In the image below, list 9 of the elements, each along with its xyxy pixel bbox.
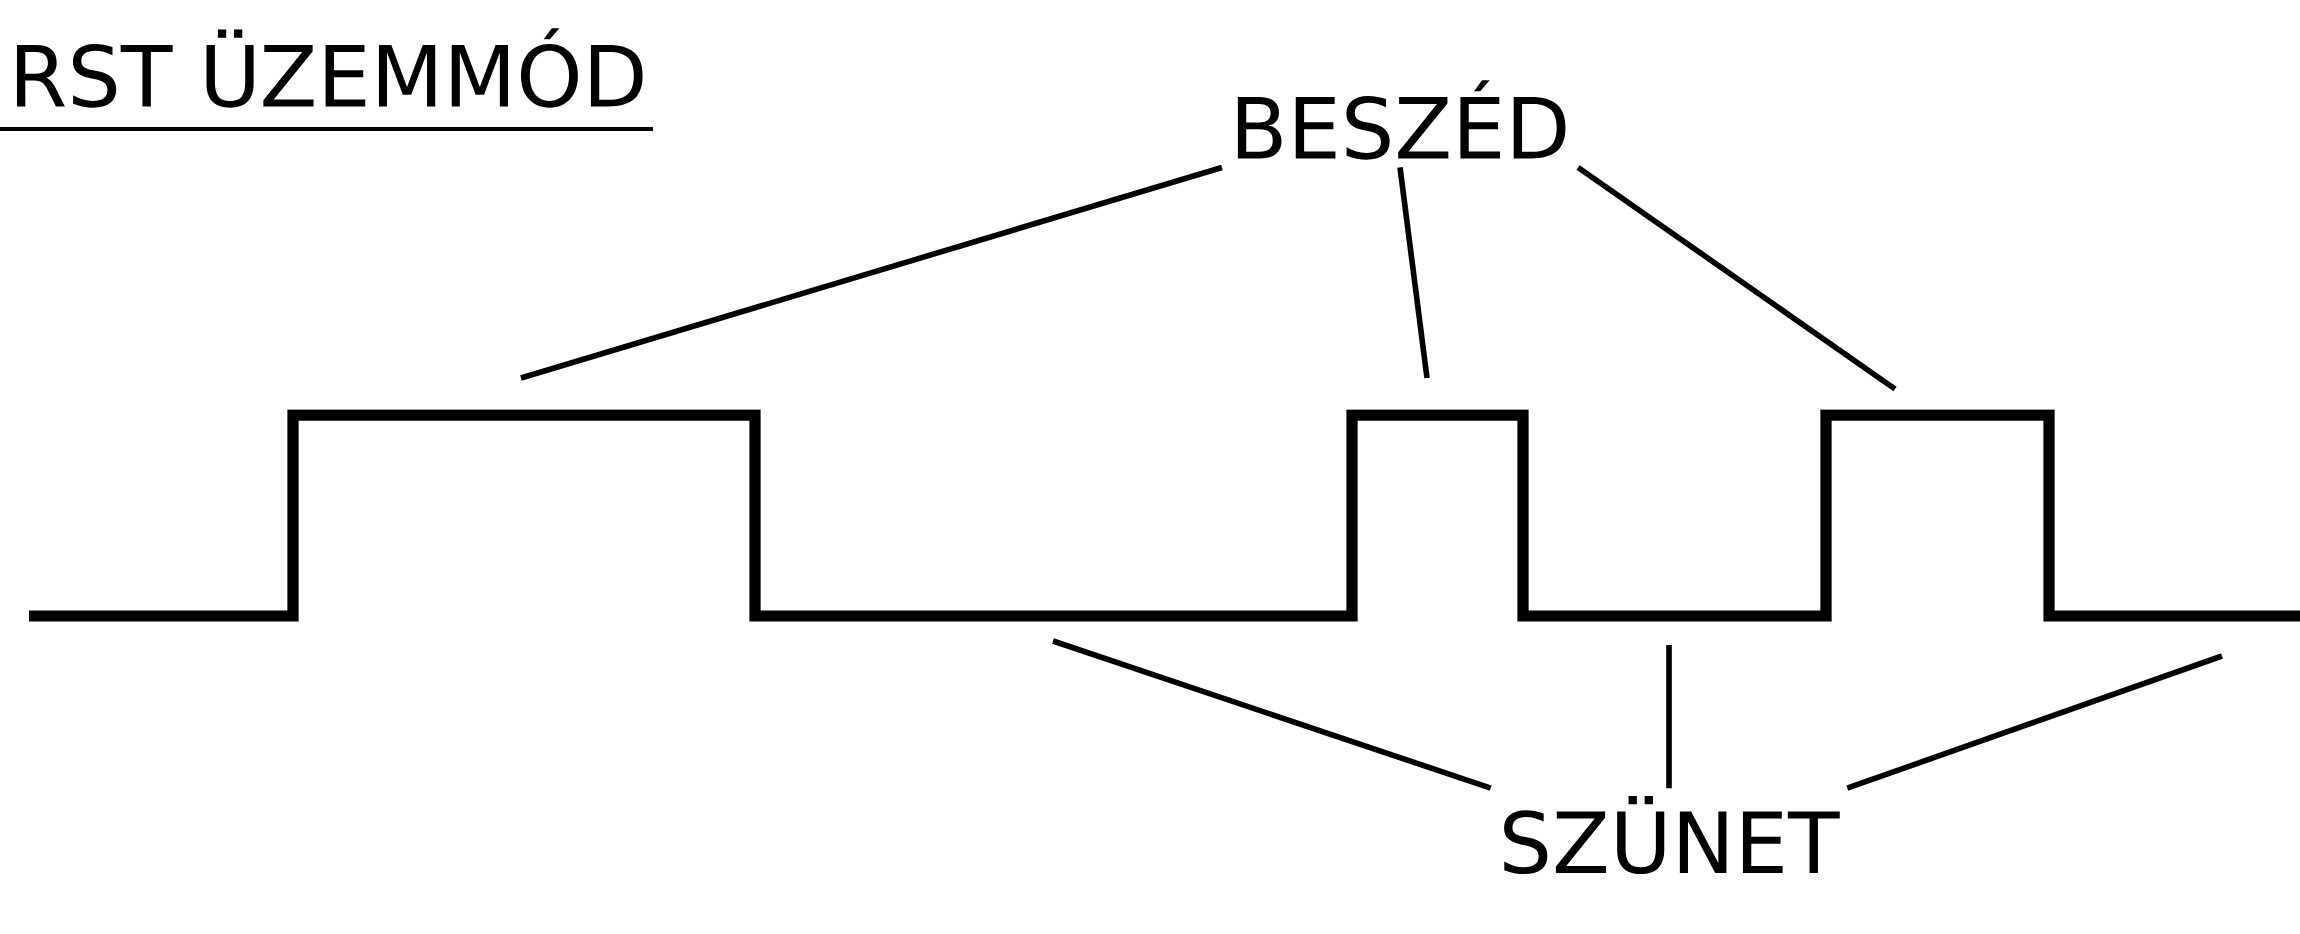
label: SZÜNET	[1504, 795, 1840, 875]
leader-line	[1576, 165, 1897, 392]
leader-line	[1052, 638, 1492, 791]
leader-line	[520, 164, 1223, 381]
leader-line	[1666, 645, 1672, 789]
leader-line	[1846, 653, 2223, 791]
label: BESZÉD	[1237, 80, 1566, 160]
leader-line	[1397, 167, 1430, 379]
title: RST ÜZEMMÓD	[17, 28, 643, 108]
